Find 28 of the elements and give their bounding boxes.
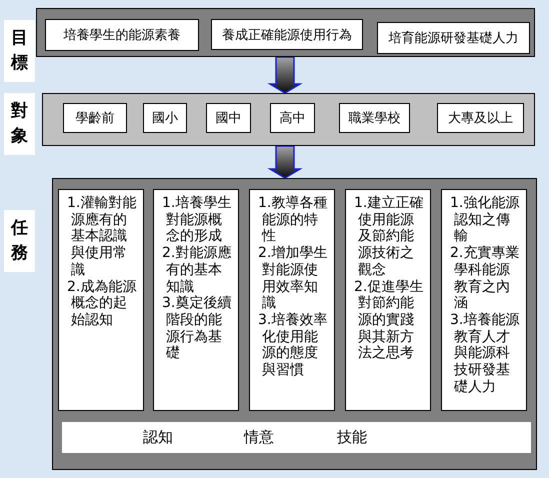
list-item: 1.灌輸對能源應有的基本認識與使用常識	[71, 195, 138, 279]
list-item: 1.教導各種能源的特性	[262, 195, 328, 246]
text-box: 職業學校	[339, 103, 410, 133]
task-column	[345, 189, 431, 411]
task-column	[441, 189, 527, 411]
task-column	[153, 189, 239, 411]
strip-label: 認知	[143, 427, 173, 448]
text-box: 培育能源研發基礎人力	[377, 22, 530, 54]
list-item: 1.強化能源認知之傳輸	[454, 195, 520, 245]
text-box: 培養學生的能源素養	[45, 19, 199, 51]
strip-label: 技能	[337, 427, 367, 448]
row-heading: 目標	[4, 20, 35, 82]
task-column	[58, 189, 144, 411]
task-column	[249, 189, 335, 411]
row-heading: 對象	[4, 93, 35, 155]
text-box: 高中	[270, 103, 315, 133]
text-box: 養成正確能源使用行為	[211, 19, 363, 50]
strip-label: 情意	[244, 427, 274, 448]
label-strip	[62, 422, 531, 453]
list-item: 1.培養學生對能源概念的形成	[166, 195, 232, 245]
list-item: 1.建立正確使用能源及節約能源技術之觀念	[358, 195, 424, 279]
row-heading: 任務	[4, 210, 35, 272]
block-arrow	[267, 56, 303, 94]
text-box: 學齡前	[63, 103, 127, 133]
text-box: 國小	[143, 103, 187, 133]
text-box: 國中	[206, 103, 251, 133]
text-box: 大專及以上	[437, 103, 524, 133]
block-arrow	[267, 145, 303, 179]
